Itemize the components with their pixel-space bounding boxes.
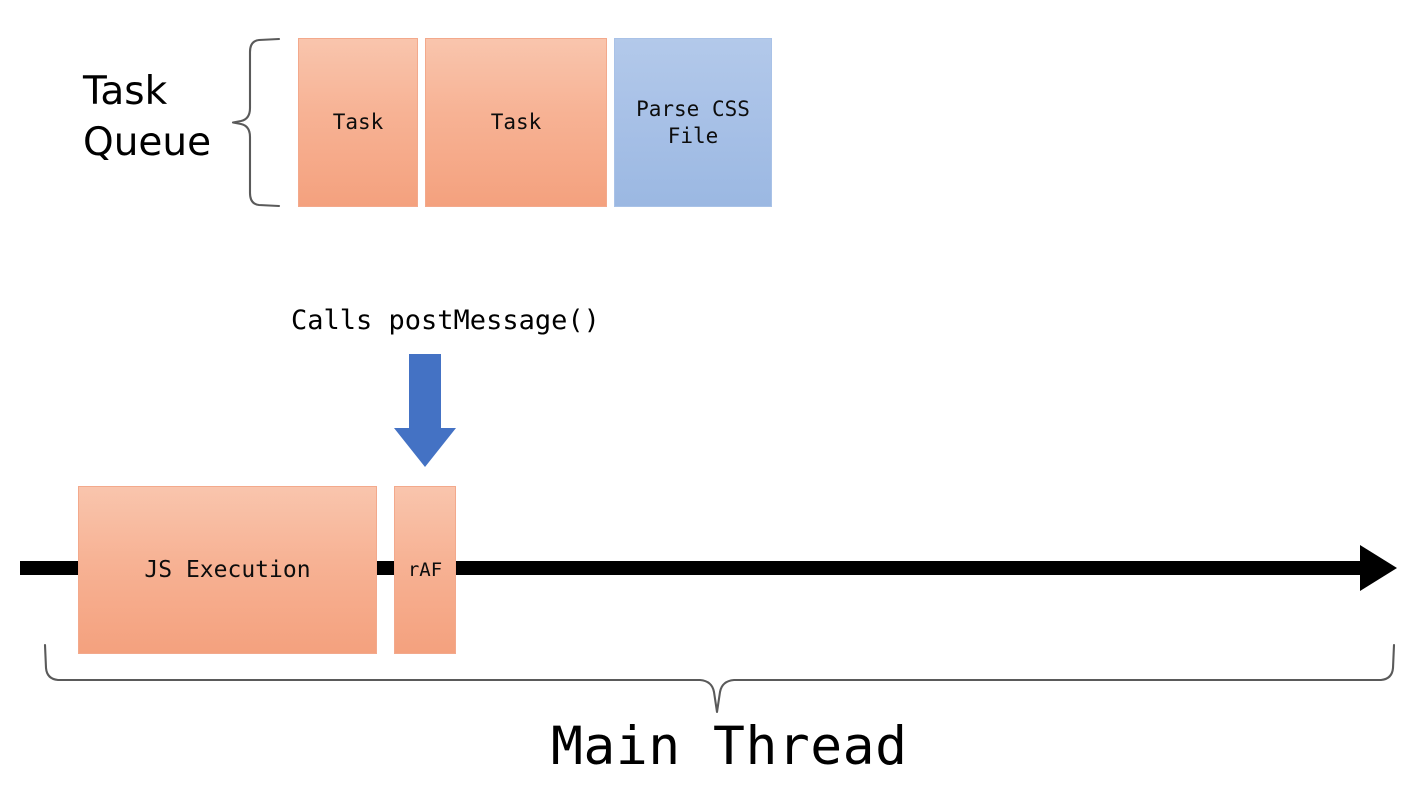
timeline-block-js-execution[interactable]: JS Execution [78,486,377,654]
left-curly-brace-icon [231,37,281,208]
task-queue-item-parse-css-file[interactable]: Parse CSS File [614,38,772,207]
main-thread-label: Main Thread [551,716,908,777]
task-queue-item-task-2[interactable]: Task [425,38,607,207]
down-arrow-icon [394,354,456,467]
timeline-block-raf[interactable]: rAF [394,486,456,654]
task-queue-item-label: Task [332,110,384,135]
task-queue-label: Task Queue [83,69,212,166]
task-queue-item-label: Parse CSS File [636,96,750,148]
timeline-block-label: rAF [407,559,443,581]
calls-postmessage-label: Calls postMessage() [291,305,600,336]
task-queue-item-label: Task [490,110,542,135]
bottom-curly-brace-icon [43,643,1396,714]
timeline-block-label: JS Execution [144,557,311,583]
task-queue-item-task-1[interactable]: Task [298,38,418,207]
